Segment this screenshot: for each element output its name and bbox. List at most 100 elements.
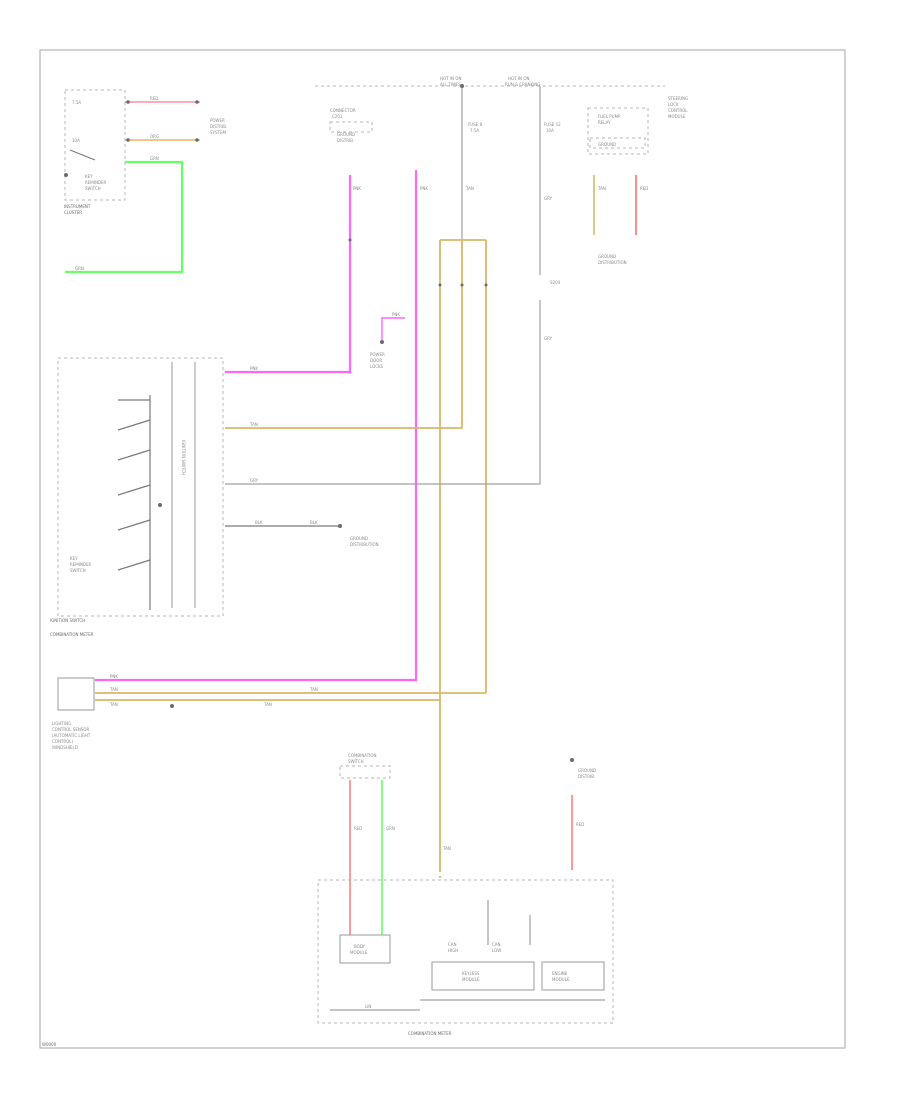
diagram-label: CAN	[448, 942, 457, 947]
connection-dot	[338, 524, 342, 528]
diagram-label: SYSTEM	[210, 130, 226, 135]
diagram-label: W0000	[42, 1042, 57, 1047]
diagram-label: INSTRUMENT	[64, 204, 91, 209]
diagram-label: TAN	[109, 702, 118, 707]
diagram-label: GRN	[75, 266, 84, 271]
diagram-label: GROUND	[598, 142, 616, 147]
bus-label-left-2: ALL TIMES	[440, 82, 461, 87]
diagram-label: PNK	[353, 186, 361, 191]
bus-label-right: HOT IN ON	[508, 76, 529, 81]
ignition-switch-box	[57, 357, 224, 617]
diagram-label: S204	[550, 280, 561, 285]
diagram-label: BODY	[354, 944, 366, 949]
instrument-cluster-box	[64, 89, 126, 201]
diagram-label: (AUTOMATIC LIGHT	[52, 733, 91, 738]
diagram-label: GROUND	[578, 768, 596, 773]
diagram-label: RED	[576, 822, 584, 827]
diagram-frame	[39, 49, 846, 1049]
body-module-box	[339, 934, 391, 964]
diagram-label: COMBINATION METER	[408, 1031, 452, 1036]
connection-dot	[126, 100, 130, 104]
wire-segment	[117, 519, 151, 531]
lighting-sensor-box	[57, 677, 95, 711]
diagram-label: FUEL PUMP	[598, 114, 621, 119]
wire-segment	[329, 121, 373, 133]
connection-dot	[460, 283, 464, 287]
wire-segment	[431, 961, 535, 991]
wire-segment	[117, 559, 151, 571]
connection-dot	[195, 100, 199, 104]
wire-segment	[339, 765, 391, 779]
diagram-label: LOCKS	[370, 364, 384, 369]
diagram-label: GRN	[386, 826, 395, 831]
diagram-label: SWITCH	[348, 759, 364, 764]
diagram-label: GRN	[150, 156, 159, 161]
wire-segment	[381, 317, 405, 340]
wire-segment	[69, 149, 96, 161]
diagram-label: DOOR	[370, 358, 382, 363]
connection-dot	[126, 138, 130, 142]
diagram-label: GRY	[544, 196, 553, 201]
bus-label-left: HOT IN ON	[440, 76, 461, 81]
diagram-label: BLK	[310, 520, 318, 525]
connection-dot	[460, 84, 464, 88]
wire-green	[65, 160, 184, 274]
diagram-label: WINDSHIELD	[52, 745, 78, 750]
diagram-label: RED	[150, 96, 158, 101]
diagram-label: MODULE	[552, 977, 570, 982]
diagram-label: 7.5A	[470, 128, 479, 133]
diagram-label: RED	[354, 826, 362, 831]
bus-label-right-2: RUN & CRANKING	[505, 82, 540, 87]
diagram-label: LOW	[492, 948, 501, 953]
connection-dot	[438, 283, 442, 287]
diagram-label: 10A	[72, 138, 80, 143]
diagram-label: BLK	[255, 520, 263, 525]
diagram-label: 10A	[546, 128, 554, 133]
diagram-label: TAN	[309, 687, 318, 692]
wire-segment	[225, 300, 541, 485]
diagram-label: SWITCH	[85, 186, 101, 191]
diagram-label: GROUND	[337, 132, 355, 137]
connection-dot	[64, 173, 68, 177]
diagram-label: CONTROL SENSOR	[52, 727, 90, 732]
diagram-label: DISTRIBUTION	[598, 260, 627, 265]
wire-segment	[589, 137, 646, 149]
diagram-label: TAN	[263, 702, 272, 707]
wire-segment	[117, 449, 151, 461]
connection-dot	[170, 704, 174, 708]
diagram-label: DISTRIBUTION	[350, 542, 379, 547]
diagram-label: CLUSTER	[64, 210, 82, 215]
diagram-label: REMINDER	[70, 562, 92, 567]
diagram-label: GRY	[250, 478, 259, 483]
connection-dot	[484, 283, 488, 287]
diagram-label: TAN	[442, 846, 451, 851]
diagram-label: CAN	[492, 942, 501, 947]
diagram-label: DISTRIB.	[210, 124, 227, 129]
connection-dot	[195, 138, 199, 142]
diagram-label: MODULE	[350, 950, 368, 955]
connection-dot	[570, 758, 574, 762]
diagram-label: CONTROL	[668, 108, 688, 113]
diagram-label: FUSE 12	[544, 122, 561, 127]
diagram-label: RED	[640, 186, 648, 191]
diagram-label: ENGINE	[552, 971, 568, 976]
wire-pink-2	[95, 170, 418, 682]
diagram-label: CONTROL)	[52, 739, 74, 744]
diagram-label: KEYLESS	[462, 971, 480, 976]
diagram-label: REMINDER	[85, 180, 107, 185]
diagram-label: KEY	[70, 556, 78, 561]
diagram-label: TAN	[465, 186, 474, 191]
wire-pink-1	[225, 175, 352, 374]
diagram-label: LIN	[365, 1004, 371, 1009]
diagram-label: PNK	[250, 366, 258, 371]
fuel-pump-relay	[587, 107, 649, 155]
wire-segment	[541, 961, 605, 991]
wire-segment	[117, 484, 151, 496]
diagram-label: SWITCH	[70, 568, 86, 573]
diagram-label: GROUND	[598, 254, 616, 259]
diagram-label: TAN	[597, 186, 606, 191]
diagram-label: 7.5A	[72, 100, 81, 105]
diagram-label: TAN	[109, 687, 118, 692]
diagram-label: MODULE	[668, 114, 686, 119]
